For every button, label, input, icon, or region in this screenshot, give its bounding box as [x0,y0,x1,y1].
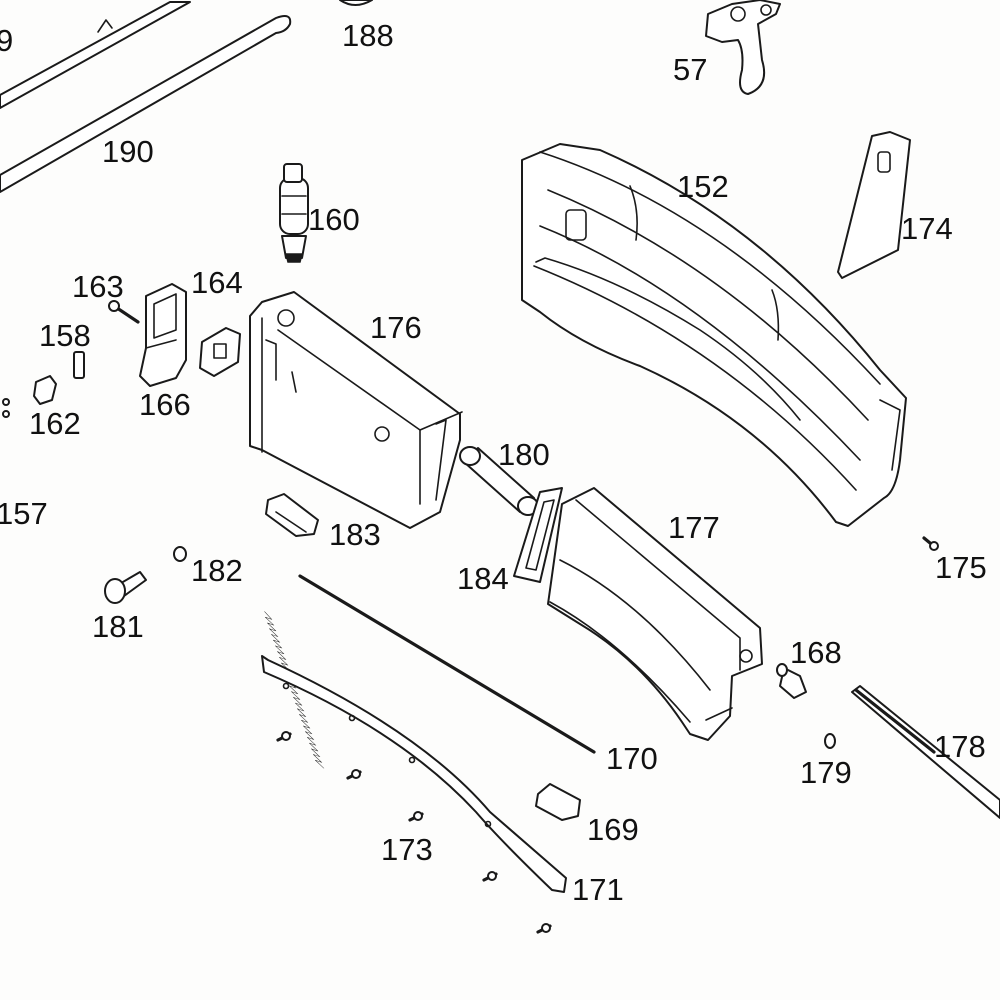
label-162: 162 [29,406,81,441]
label-180: 180 [498,437,550,472]
label-152: 152 [677,169,729,204]
part-162-catch [33,375,57,405]
part-188-cap [339,0,373,6]
label-177: 177 [668,510,720,545]
label-164: 164 [191,265,243,300]
part-190-rod [0,1,292,193]
part-152-magazine-shell [521,143,907,527]
part-57-trigger [705,0,781,95]
label-174: 174 [901,211,953,246]
part-169-block [535,783,581,821]
part-181-bolt [104,571,147,604]
label-163: 163 [72,269,124,304]
part-164-block [199,327,241,377]
part-177-inner-mag [547,487,763,741]
part-180-roller [459,446,539,516]
part-160-valve [279,163,309,263]
part-170-spring [264,574,596,769]
label-169: 169 [587,812,639,847]
label-183: 183 [329,517,381,552]
part-168-screw [776,663,807,699]
part-163-screw [108,300,140,324]
part-157-screws [2,398,10,418]
label-182: 182 [191,553,243,588]
part-173-screws [276,731,552,934]
label-173: 173 [381,832,433,867]
label-170: 170 [606,741,658,776]
label-188: 188 [342,18,394,53]
part-183-follower [265,493,319,537]
label-158: 158 [39,318,91,353]
label-57: 57 [673,52,707,87]
label-157: 157 [0,496,48,531]
callout-labels: 9 188 57 190 152 160 174 163 164 176 158… [0,18,987,907]
label-184: 184 [457,561,509,596]
label-181: 181 [92,609,144,644]
label-166: 166 [139,387,191,422]
label-160: 160 [308,202,360,237]
part-179-oring [824,733,836,749]
part-171-curved-plate [261,655,567,893]
label-179: 179 [800,755,852,790]
part-184-gasket [513,487,563,583]
label-190: 190 [102,134,154,169]
part-178-rod [851,685,1000,819]
label-176: 176 [370,310,422,345]
part-158-pin [73,351,85,379]
part-174-plate [837,131,911,279]
label-168: 168 [790,635,842,670]
label-175: 175 [935,550,987,585]
label-9: 9 [0,23,13,58]
part-182-washer [173,546,187,562]
part-176-mag-body [249,291,463,529]
part-166-bracket [139,283,187,387]
label-171: 171 [572,872,624,907]
part-175-screw [922,536,939,551]
label-178: 178 [934,729,986,764]
